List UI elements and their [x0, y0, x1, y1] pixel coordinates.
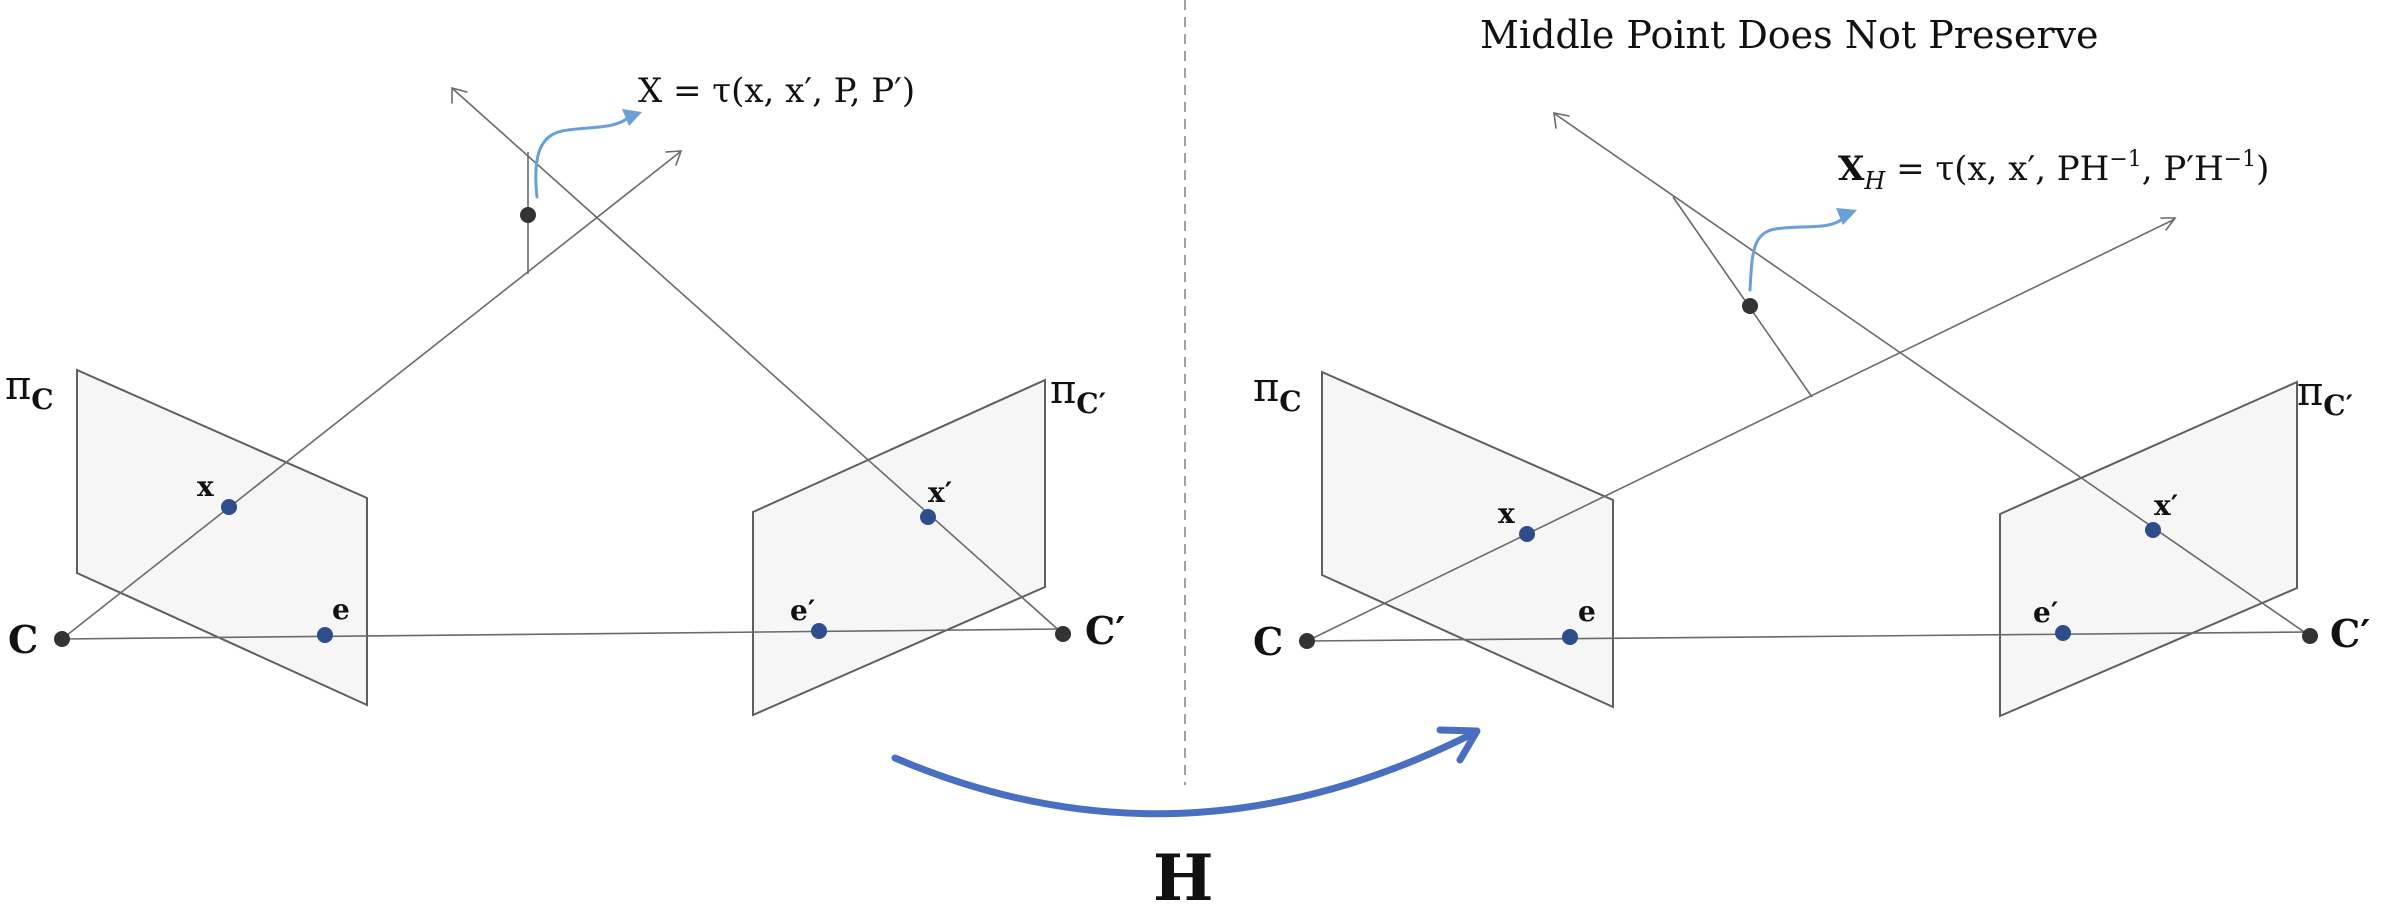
right-camera-c-point	[1299, 633, 1315, 649]
right-baseline	[1306, 631, 2311, 642]
left-plane-c-label: πC	[5, 363, 54, 416]
heading: Middle Point Does Not Preserve	[1480, 13, 2099, 57]
right-midpoint	[1742, 298, 1758, 314]
transform-label: H	[1153, 841, 1213, 912]
left-epipole-ep	[811, 623, 827, 639]
right-point-x-label: x	[1498, 497, 1515, 530]
right-epipole-ep	[2055, 625, 2071, 641]
right-point-x	[1519, 526, 1535, 542]
right-camera-c-label: C	[1253, 619, 1283, 664]
left-ray-cp-arrowhead	[451, 86, 468, 104]
right-common-perpendicular	[1672, 196, 1813, 398]
left-camera-c-point	[54, 631, 70, 647]
left-epipole-e-label: e	[332, 593, 350, 626]
left-epipole-e	[317, 627, 333, 643]
left-ray-c	[61, 151, 681, 640]
right-point-xp	[2145, 522, 2161, 538]
left-camera-cp-label: C′	[1085, 608, 1125, 653]
left-point-x	[221, 499, 237, 515]
left-formula: X = τ(x, x′, P, P′)	[638, 71, 915, 111]
transform-arrow: H	[891, 726, 1481, 912]
right-camera-cp-point	[2302, 628, 2318, 644]
left-ray-cp	[452, 88, 1064, 635]
right-formula: XH = τ(x, x′, PH−1, P′H−1)	[1838, 147, 2269, 195]
right-epipole-e-label: e	[1578, 595, 1596, 628]
left-ray-c-arrowhead	[665, 150, 683, 166]
right-epipole-e	[1562, 629, 1578, 645]
right-ray-c	[1306, 218, 2176, 642]
right-image-plane-c	[1321, 370, 1614, 709]
right-ray-cp-arrowhead	[1553, 111, 1570, 129]
right-plane-cp-label: πC′	[2297, 369, 2353, 422]
right-image-plane-cp	[1999, 380, 2298, 718]
right-point-xp-label: x′	[2154, 489, 2178, 522]
right-plane-c-label: πC	[1253, 365, 1302, 418]
left-point-xp-label: x′	[928, 476, 952, 509]
left-baseline	[61, 628, 1064, 640]
right-formula-pointer-head	[1836, 208, 1857, 225]
right-formula-pointer	[1748, 217, 1844, 292]
left-camera-cp-point	[1055, 626, 1071, 642]
right-camera-cp-label: C′	[2330, 611, 2370, 656]
left-epipole-ep-label: e′	[790, 594, 815, 627]
left-camera-c-label: C	[8, 617, 38, 662]
left-point-xp	[920, 509, 936, 525]
left-formula-pointer-head	[622, 109, 642, 126]
left-formula-pointer	[534, 116, 630, 199]
left-midpoint	[520, 207, 536, 223]
right-panel: πC πC′ C C′ x x′ e e′ XH = τ(x, x′, PH−1…	[1253, 13, 2370, 718]
right-epipole-ep-label: e′	[2033, 596, 2058, 629]
left-plane-cp-label: πC′	[1050, 367, 1106, 420]
left-image-plane-c	[76, 368, 368, 707]
right-ray-cp	[1554, 113, 2311, 637]
transform-arc-head	[1436, 726, 1481, 764]
left-image-plane-cp	[752, 378, 1046, 717]
left-point-x-label: x	[197, 470, 214, 503]
right-ray-c-arrowhead	[2160, 217, 2177, 231]
left-panel: πC πC′ C C′ x x′ e e′ X = τ(x, x′, P, P′…	[5, 71, 1125, 717]
transform-arc	[891, 731, 1474, 818]
